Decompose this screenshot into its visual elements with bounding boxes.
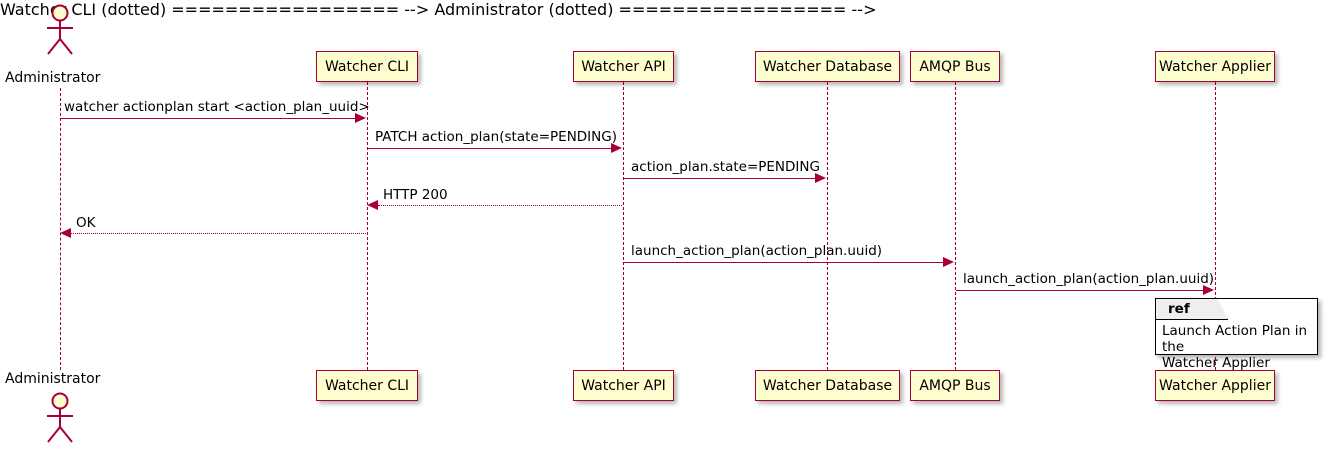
message-label-2: action_plan.state=PENDING	[631, 159, 820, 175]
ref-fragment-line-1: Launch Action Plan in the	[1162, 323, 1308, 355]
message-line-4	[71, 233, 366, 234]
ref-fragment-box[interactable]: ref Launch Action Plan in the Watcher Ap…	[1155, 298, 1318, 371]
participant-watcher-api-bottom[interactable]: Watcher API	[573, 370, 674, 401]
message-arrowhead-6	[1203, 285, 1214, 295]
message-label-0: watcher actionplan start <action_plan_uu…	[64, 99, 370, 115]
participant-watcher-applier-bottom[interactable]: Watcher Applier	[1155, 370, 1275, 401]
participant-watcher-database-top[interactable]: Watcher Database	[755, 51, 900, 82]
lifeline-watcher-applier	[1215, 82, 1216, 370]
participant-watcher-database-bottom[interactable]: Watcher Database	[755, 370, 900, 401]
message-line-0	[61, 118, 356, 119]
ref-fragment-header: ref	[1156, 299, 1228, 320]
ref-fragment-body: Launch Action Plan in the Watcher Applie…	[1162, 323, 1313, 371]
participant-watcher-cli-top[interactable]: Watcher CLI	[316, 51, 418, 82]
lifeline-watcher-database	[827, 82, 828, 370]
message-line-2	[624, 178, 816, 179]
actor-administrator-top	[40, 4, 80, 56]
message-label-6: launch_action_plan(action_plan.uuid)	[963, 271, 1215, 287]
message-label-3: HTTP 200	[383, 187, 448, 203]
message-label-5: launch_action_plan(action_plan.uuid)	[631, 243, 883, 259]
lifeline-watcher-cli	[367, 82, 368, 370]
actor-stick-figure-icon	[47, 392, 73, 443]
message-arrowhead-1	[611, 143, 622, 153]
actor-label-administrator-bottom: Administrator	[5, 371, 101, 387]
participant-watcher-api-top[interactable]: Watcher API	[573, 51, 674, 82]
participant-watcher-cli-bottom[interactable]: Watcher CLI	[316, 370, 418, 401]
message-arrowhead-5	[943, 257, 954, 267]
message-arrowhead-3	[367, 200, 378, 210]
participant-amqp-bus-top[interactable]: AMQP Bus	[910, 51, 1000, 82]
message-arrowhead-0	[355, 113, 366, 123]
participant-watcher-applier-top[interactable]: Watcher Applier	[1155, 51, 1275, 82]
message-arrowhead-2	[815, 173, 826, 183]
message-line-5	[624, 262, 944, 263]
actor-administrator-bottom	[40, 392, 80, 444]
message-line-3	[378, 205, 622, 206]
actor-stick-figure-icon	[47, 4, 73, 55]
lifeline-amqp-bus	[955, 82, 956, 370]
actor-label-administrator-top: Administrator	[5, 70, 101, 86]
participant-amqp-bus-bottom[interactable]: AMQP Bus	[910, 370, 1000, 401]
message-arrowhead-4	[60, 228, 71, 238]
lifeline-watcher-api	[623, 82, 624, 370]
ref-fragment-line-2: Watcher Applier	[1162, 355, 1270, 371]
message-line-1	[368, 148, 612, 149]
message-line-6	[956, 290, 1204, 291]
message-label-4: OK	[76, 215, 96, 231]
message-label-1: PATCH action_plan(state=PENDING)	[375, 129, 617, 145]
